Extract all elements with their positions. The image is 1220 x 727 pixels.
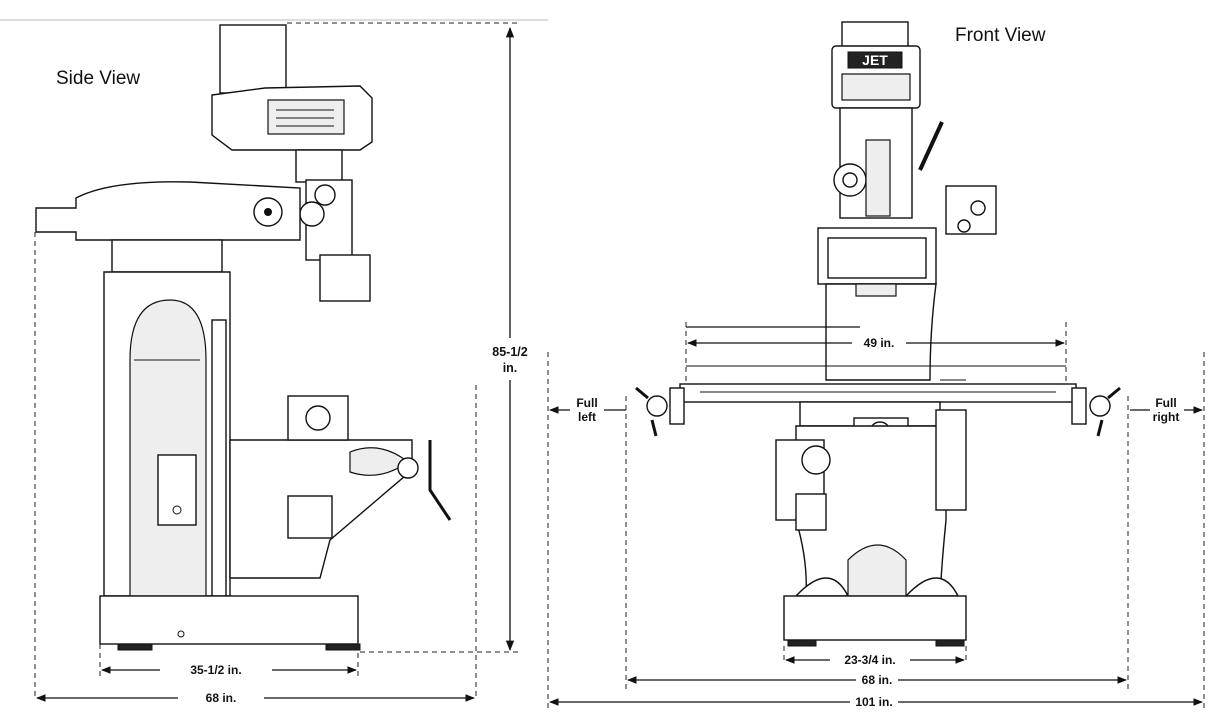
height-dim-value: 85-1/2	[492, 345, 527, 359]
front-base-width-label: 23-3/4 in.	[844, 653, 895, 667]
front-table	[679, 383, 1077, 403]
front-view-drawing	[635, 21, 1121, 647]
table-travel-label: 49 in.	[864, 336, 895, 350]
front-column	[825, 283, 937, 381]
jet-badge-plate	[847, 51, 903, 69]
full-left-label-2: left	[578, 410, 596, 424]
side-view-drawing	[35, 24, 452, 651]
side-view-title: Side View	[56, 68, 140, 89]
side-base	[99, 595, 359, 645]
side-dimension-lines	[34, 22, 518, 702]
side-feed-box	[319, 254, 371, 302]
side-overall-depth-label: 68 in.	[206, 691, 237, 705]
front-base	[783, 595, 967, 641]
side-motor	[219, 24, 287, 94]
front-table-length-label: 68 in.	[862, 673, 893, 687]
front-overall-width-label: 101 in.	[855, 695, 892, 709]
side-door	[157, 454, 197, 526]
side-base-width-label: 35-1/2 in.	[190, 663, 241, 677]
full-left-label-1: Full	[576, 396, 597, 410]
height-dim-unit: in.	[503, 361, 518, 375]
jet-logo: JET	[862, 52, 888, 68]
side-head-vents	[267, 99, 345, 135]
front-dimension-lines	[547, 322, 1205, 710]
full-right-label-2: right	[1153, 410, 1180, 424]
front-view-title: Front View	[955, 25, 1046, 46]
full-right-label-1: Full	[1155, 396, 1176, 410]
